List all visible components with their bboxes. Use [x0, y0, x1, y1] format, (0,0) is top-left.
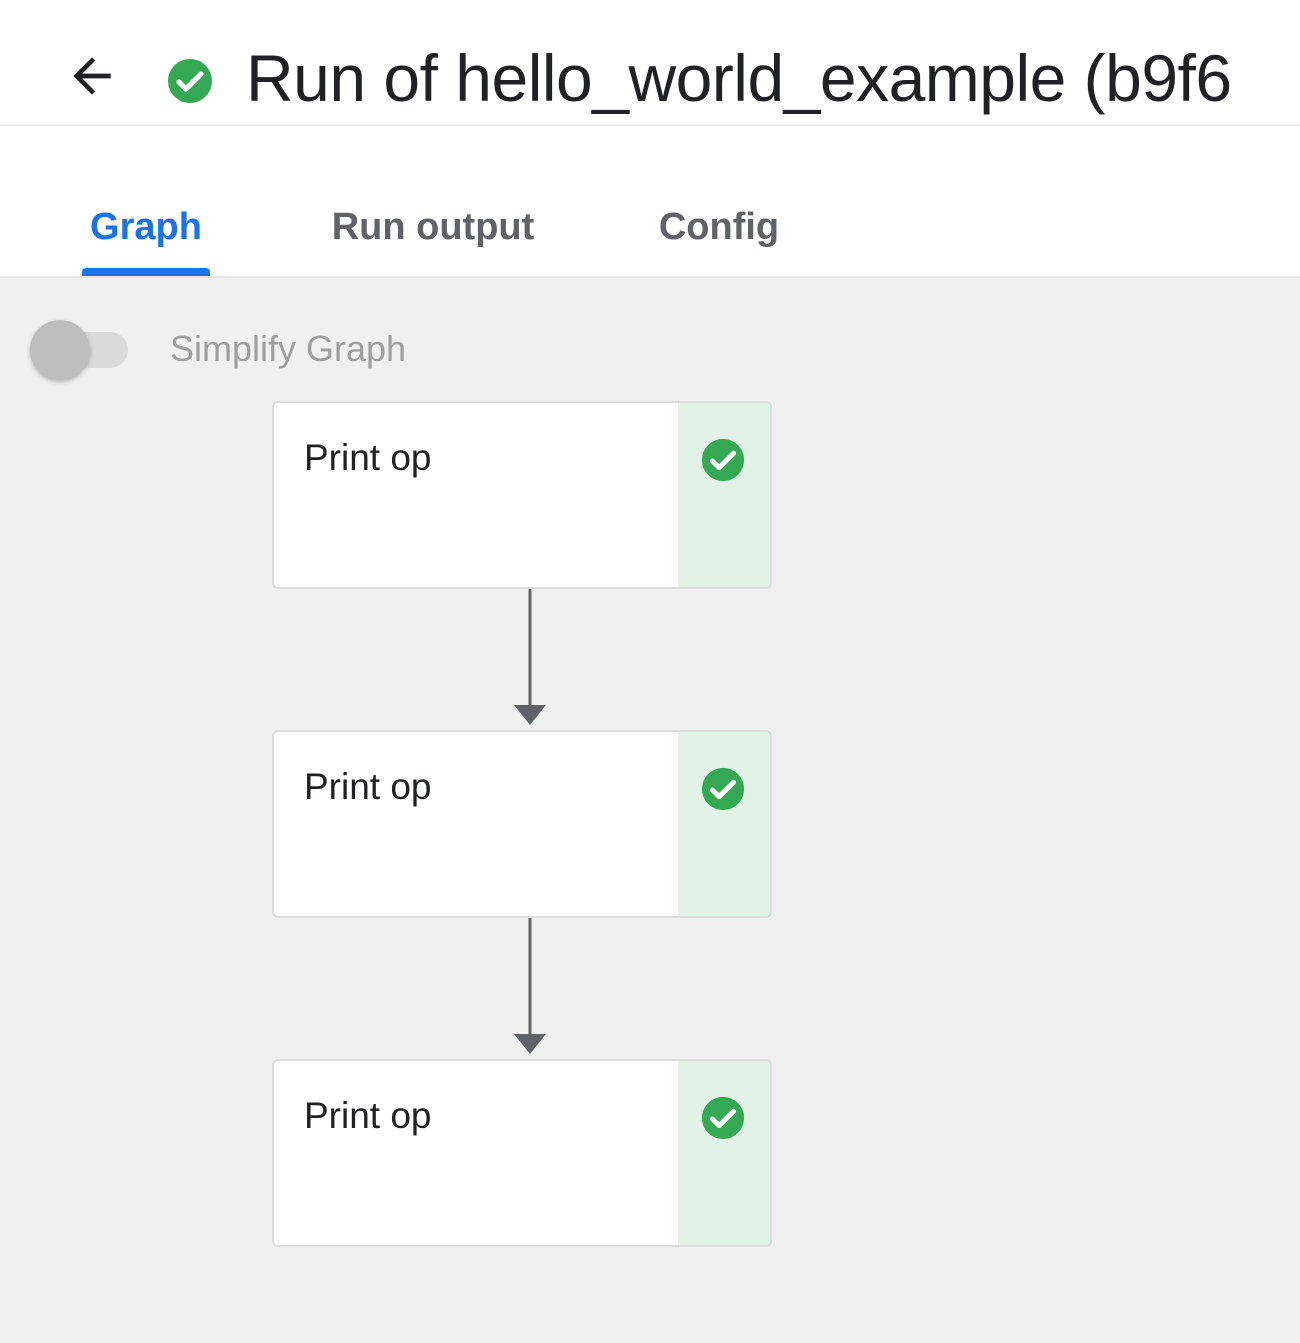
graph-node[interactable]: Print op [272, 401, 772, 589]
active-tab-indicator [82, 268, 210, 276]
check-circle-icon [701, 1096, 745, 1140]
tab-graph-label: Graph [90, 206, 202, 248]
simplify-graph-toggle[interactable] [28, 318, 132, 382]
simplify-graph-label: Simplify Graph [170, 328, 407, 369]
check-circle-icon [701, 438, 745, 482]
tab-run-output-label: Run output [331, 206, 535, 248]
run-details-header: Run of hello_world_example (b9f6 [0, 0, 1300, 126]
back-button[interactable] [60, 44, 124, 108]
graph-edge-arrow [514, 589, 546, 725]
tab-config[interactable]: Config [654, 206, 784, 276]
graph-canvas: Simplify Graph Print op Print op Print o… [0, 278, 1300, 1343]
check-circle-icon [168, 59, 212, 103]
tab-config-label: Config [658, 206, 780, 248]
graph-edge-arrow [514, 918, 546, 1054]
node-status-strip [678, 732, 770, 916]
node-label: Print op [304, 437, 432, 478]
node-label: Print op [304, 1095, 432, 1136]
graph-node[interactable]: Print op [272, 1059, 772, 1247]
graph-node[interactable]: Print op [272, 730, 772, 918]
arrow-left-icon [73, 57, 111, 95]
page-title: Run of hello_world_example (b9f6 [246, 41, 1232, 115]
tab-graph[interactable]: Graph [82, 206, 210, 276]
node-status-strip [678, 1061, 770, 1245]
toggle-thumb [30, 320, 90, 380]
node-label: Print op [304, 766, 432, 807]
tab-run-output[interactable]: Run output [326, 206, 540, 276]
tab-bar: Graph Run output Config [0, 126, 1300, 278]
check-circle-icon [701, 767, 745, 811]
node-status-strip [678, 403, 770, 587]
